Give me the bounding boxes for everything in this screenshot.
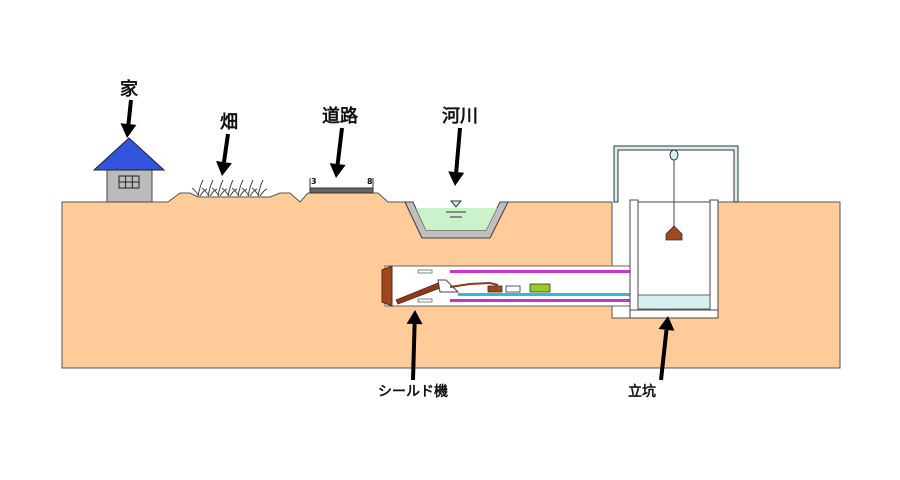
arrow-shield-machine	[406, 310, 423, 381]
shaft-interior	[631, 201, 713, 311]
label-house: 家	[120, 78, 139, 100]
locomotive	[529, 283, 551, 293]
muck-car-2	[505, 285, 521, 293]
gantry-crane	[613, 145, 739, 203]
shaft-platform	[637, 294, 711, 310]
river	[404, 200, 509, 239]
tunnel	[381, 265, 634, 307]
spoil-hopper	[437, 279, 460, 293]
house	[92, 137, 166, 203]
muck-car-1	[487, 285, 503, 293]
label-field: 畑	[220, 112, 238, 133]
water-level-icon	[449, 200, 463, 208]
label-river: 河川	[442, 106, 478, 127]
arrow-house	[120, 99, 137, 138]
road: 3 8	[309, 177, 374, 194]
crop-plant	[211, 179, 228, 197]
crop-plant	[251, 179, 268, 197]
arrow-river	[448, 127, 465, 186]
label-shield-machine: シールド機	[378, 383, 448, 400]
label-road: 道路	[322, 105, 359, 127]
shield-cutter-head	[381, 265, 393, 307]
crop-plant	[191, 179, 208, 197]
shaft	[613, 145, 739, 319]
road-mark-right: 8	[367, 177, 373, 186]
crop-plant	[231, 179, 248, 197]
crane-bucket	[665, 225, 683, 241]
rail-track	[458, 293, 633, 296]
segment-top	[450, 270, 630, 273]
road-surface	[309, 187, 374, 194]
shaft-wall-left	[629, 199, 639, 317]
house-roof	[92, 137, 166, 171]
pointer-arrows	[120, 99, 675, 381]
crop-plant	[201, 179, 218, 197]
road-mark-left: 3	[311, 177, 317, 186]
river-water	[416, 208, 497, 230]
field-crops	[191, 179, 268, 197]
belt-conveyor	[449, 281, 499, 288]
crane-hook-pulley	[669, 149, 679, 161]
label-shaft: 立坑	[628, 383, 656, 400]
window-icon	[118, 175, 140, 189]
crop-plant	[221, 179, 238, 197]
segment-bottom	[450, 299, 630, 302]
arrow-shaft	[658, 316, 675, 381]
shaft-wall-right	[709, 199, 719, 317]
crop-plant	[241, 179, 258, 197]
shaft-floor	[629, 309, 719, 319]
arrow-field	[216, 133, 232, 176]
river-channel-wall	[404, 201, 509, 239]
arrow-road	[329, 127, 346, 178]
